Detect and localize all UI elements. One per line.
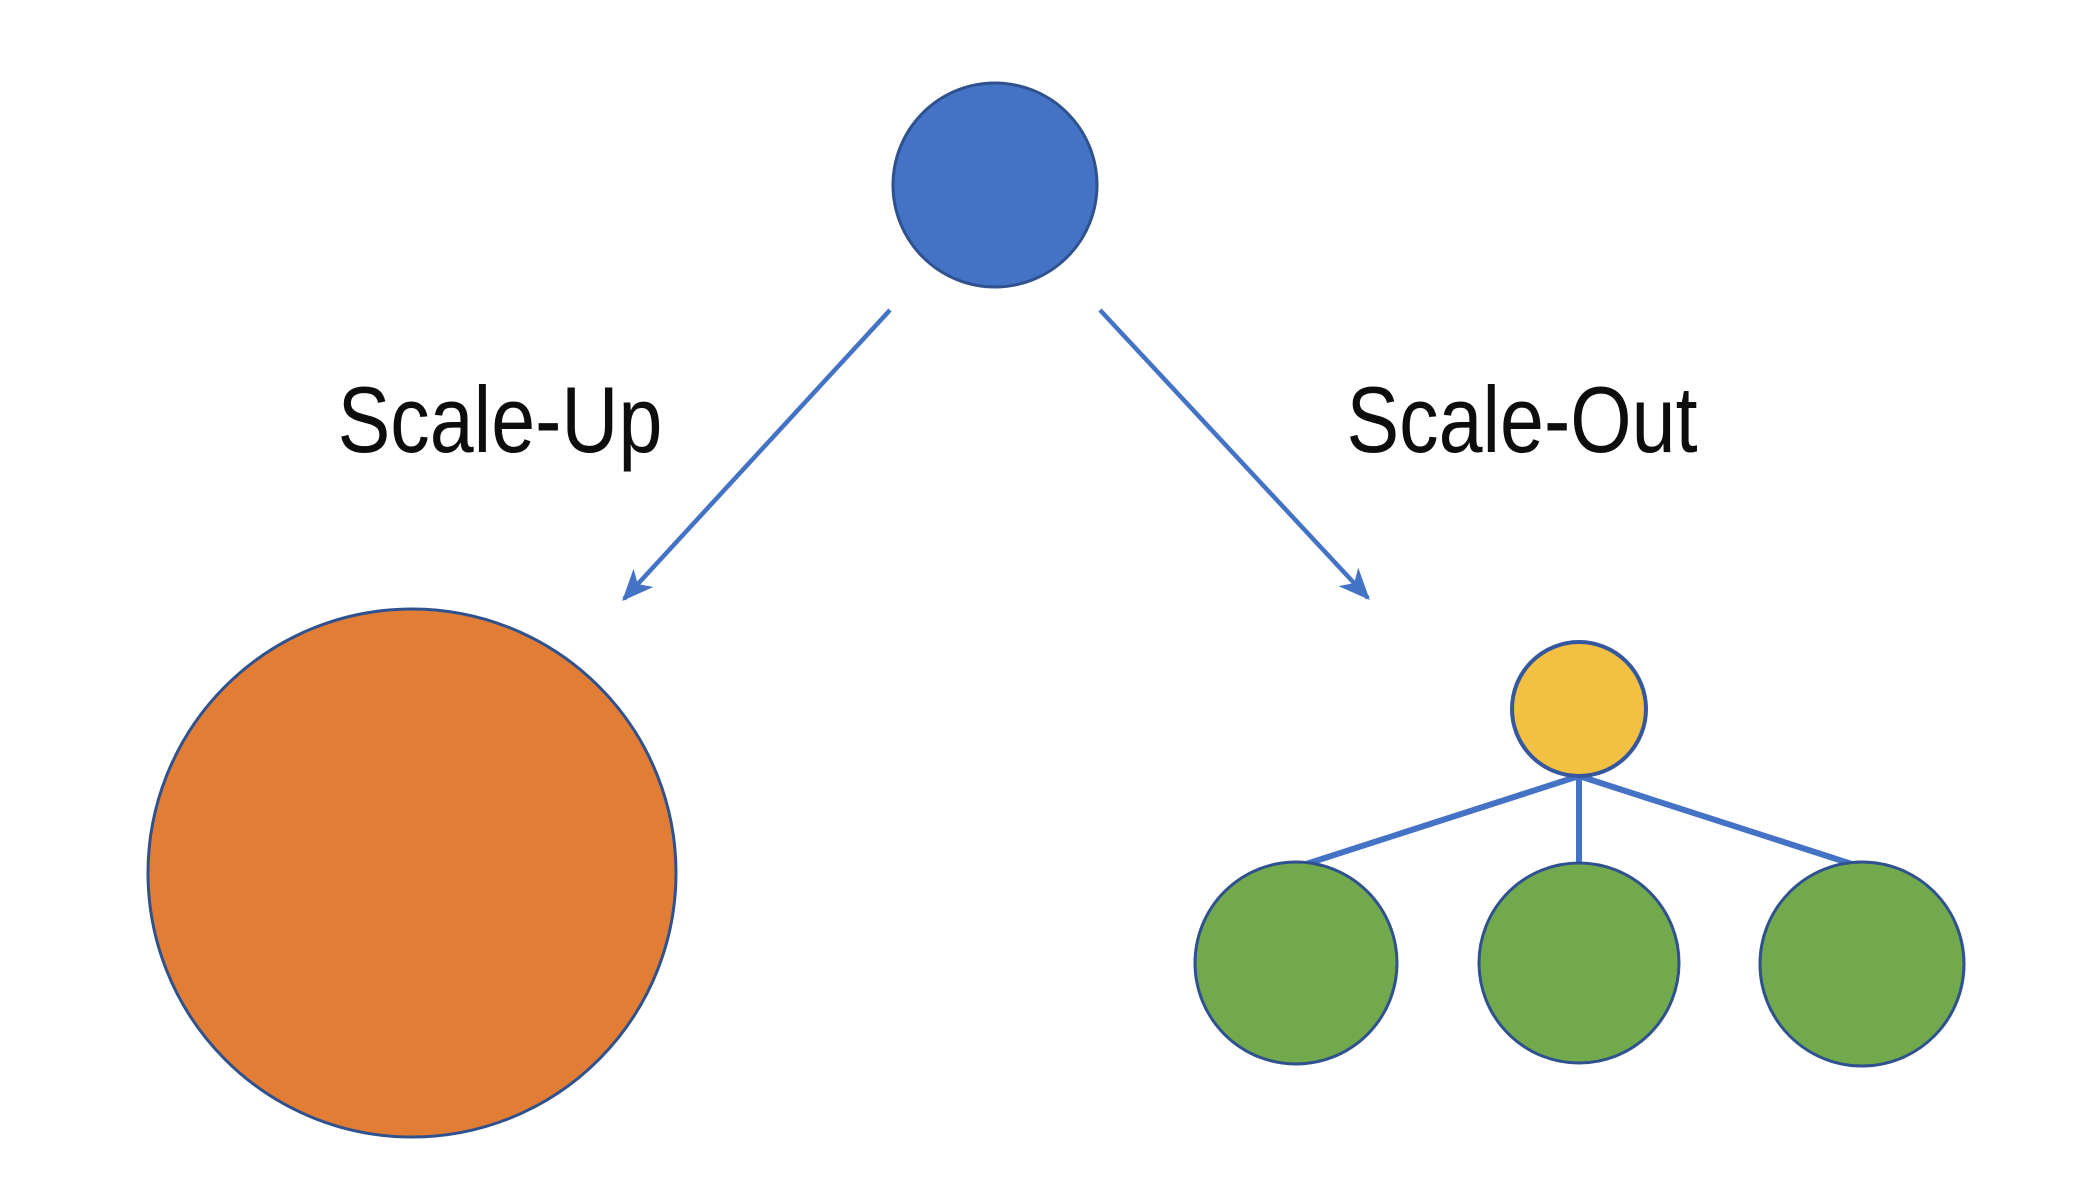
scale-out-worker-node-3 — [1758, 860, 1966, 1068]
coordinator-to-worker-1-connector — [1299, 773, 1580, 869]
scale-out-worker-node-2 — [1477, 861, 1681, 1065]
origin-server-node — [891, 81, 1099, 289]
scale-out-label: Scale-Out — [1346, 367, 1698, 472]
scale-up-arrow — [622, 308, 892, 601]
coordinator-to-worker-3-connector — [1578, 773, 1859, 869]
scale-out-coordinator-node — [1510, 640, 1648, 778]
scale-up-label: Scale-Up — [337, 367, 663, 472]
scale-up-server-node — [146, 607, 678, 1139]
scale-out-worker-node-1 — [1193, 860, 1399, 1066]
scale-out-arrow — [1098, 308, 1370, 600]
